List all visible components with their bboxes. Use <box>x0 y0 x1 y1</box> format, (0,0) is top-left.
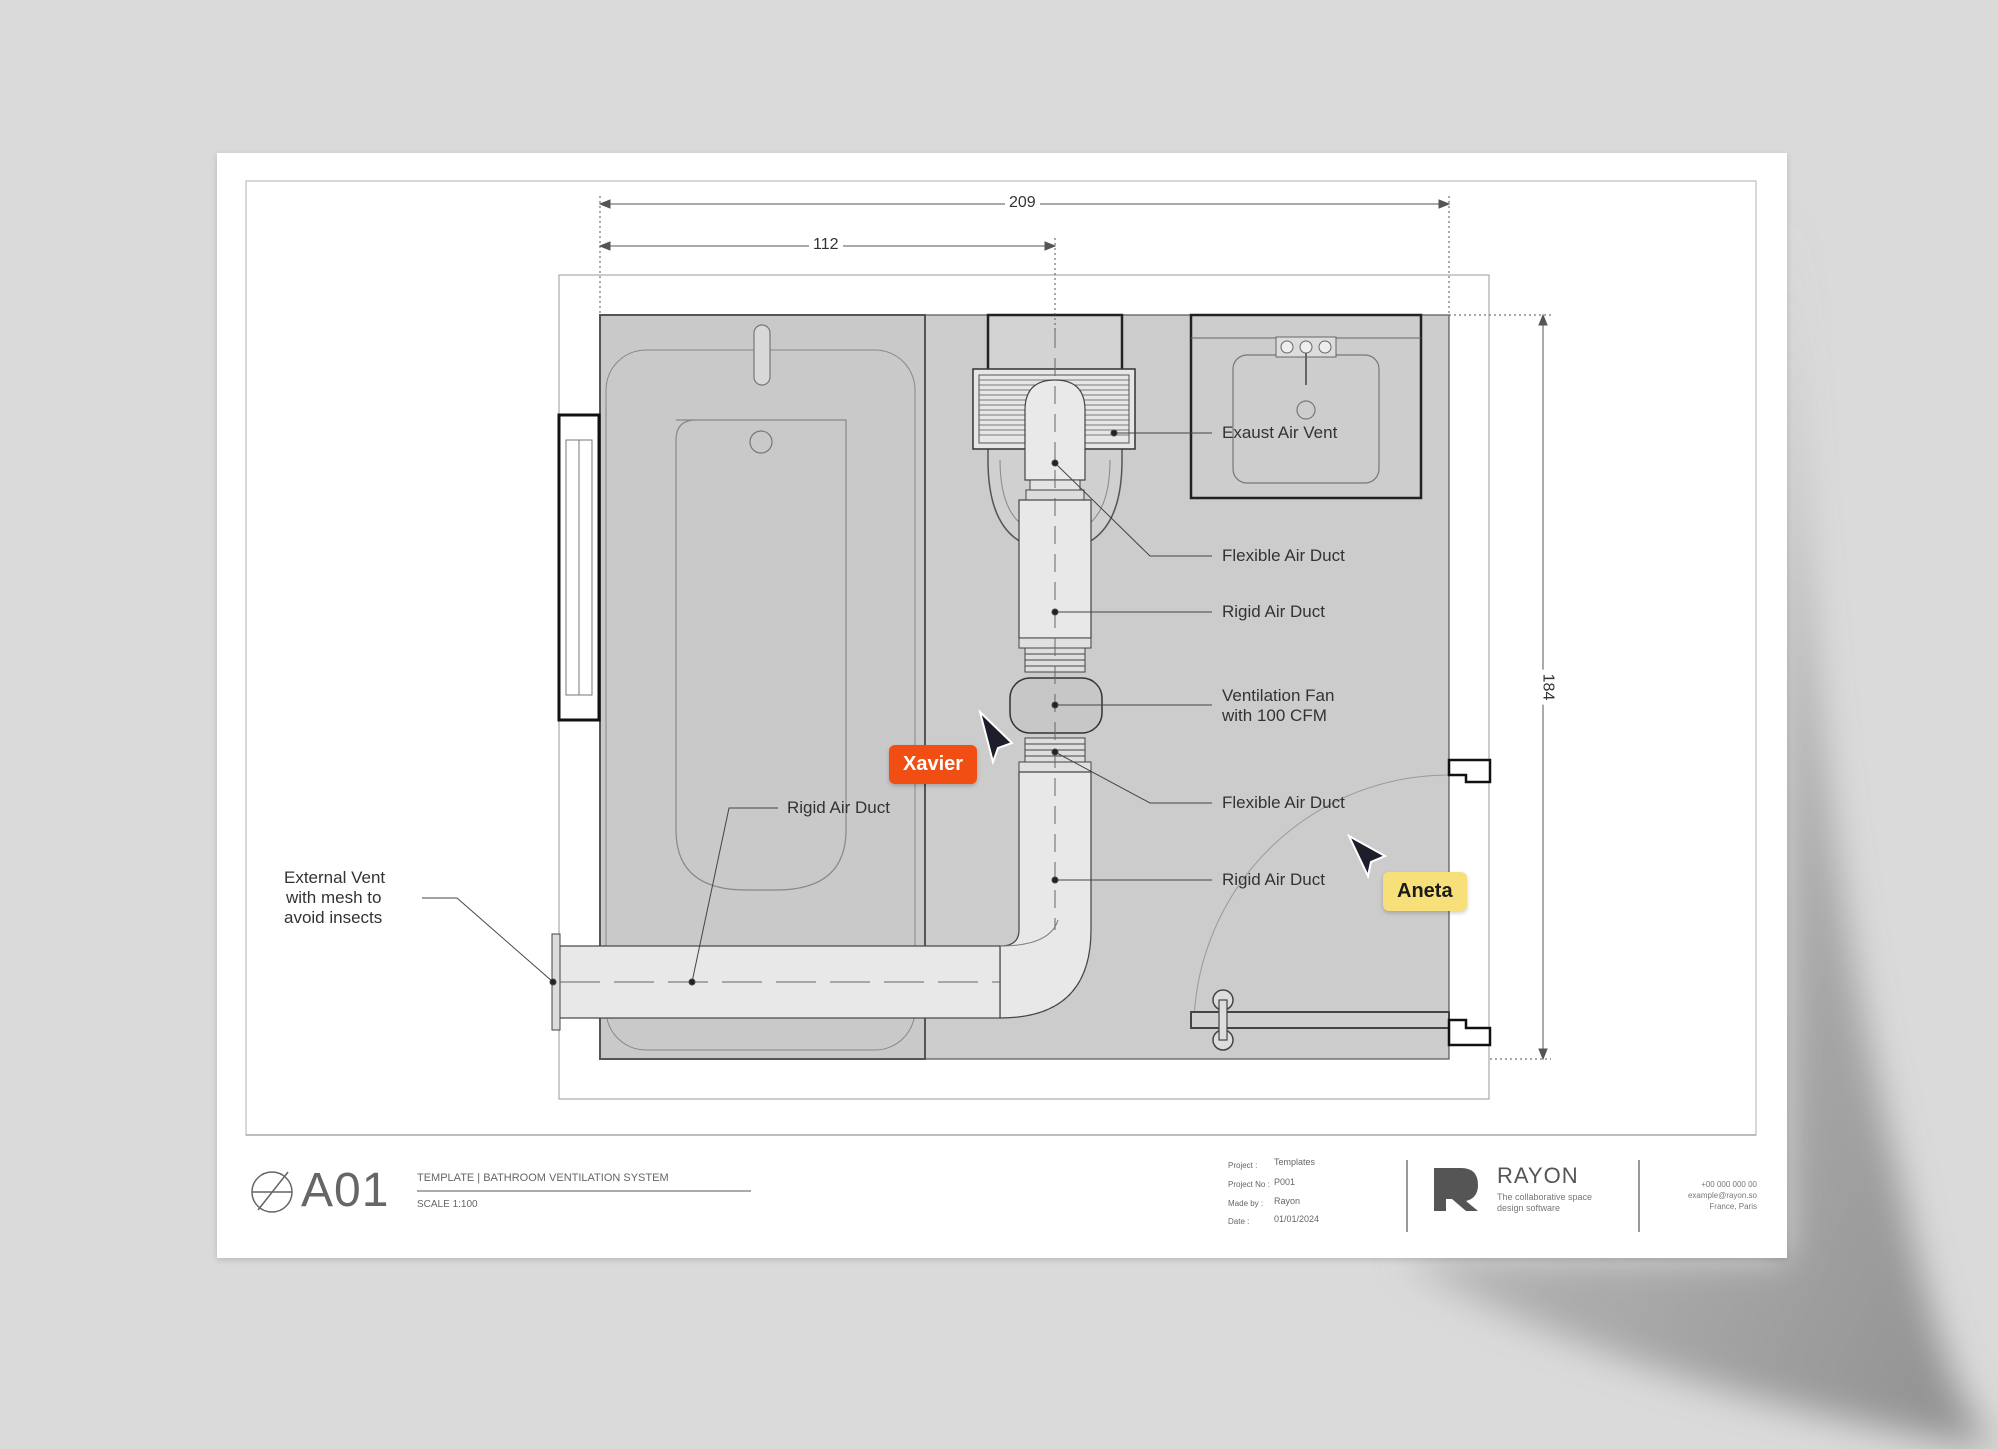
contact-location: France, Paris <box>1709 1202 1757 1211</box>
door <box>1190 758 1492 1051</box>
callout-rigid-air-duct-top: Rigid Air Duct <box>1222 602 1325 621</box>
callout-exhaust-air-vent: Exaust Air Vent <box>1222 423 1338 442</box>
duct-system <box>551 330 1103 1031</box>
bathtub <box>599 314 926 1060</box>
field-value-project: Templates <box>1274 1157 1316 1167</box>
field-label-project: Project : <box>1228 1161 1258 1170</box>
window <box>557 413 601 722</box>
field-label-project-no: Project No : <box>1228 1180 1270 1189</box>
callout-rigid-air-duct-horizontal: Rigid Air Duct <box>787 798 890 817</box>
dim-height: 184 <box>1538 669 1557 705</box>
leader-lines <box>422 429 1212 986</box>
template-title: TEMPLATE | BATHROOM VENTILATION SYSTEM <box>417 1172 669 1184</box>
field-value-date: 01/01/2024 <box>1274 1214 1320 1224</box>
rayon-logo-icon <box>1434 1168 1478 1211</box>
callout-ventilation-fan-line1: Ventilation Fan <box>1222 686 1335 705</box>
callout-ventilation-fan-line2: with 100 CFM <box>1222 706 1327 725</box>
contact-phone: +00 000 000 00 <box>1701 1180 1757 1189</box>
field-value-project-no: P001 <box>1274 1177 1296 1187</box>
cursor-arrow-icon <box>1346 833 1388 880</box>
callout-external-vent-line3: avoid insects <box>284 908 383 927</box>
scale-label: SCALE 1:100 <box>417 1199 478 1210</box>
cursor-arrow-icon <box>978 708 1014 766</box>
callout-flexible-air-duct-top: Flexible Air Duct <box>1222 546 1345 565</box>
dim-overall-width: 209 <box>1005 194 1040 212</box>
field-label-made-by: Made by : <box>1228 1199 1264 1208</box>
brand-tagline-line2: design software <box>1497 1203 1561 1213</box>
sheet-code: A01 <box>301 1164 390 1217</box>
dim-partial-width: 112 <box>809 236 843 254</box>
north-arrow-icon <box>251 1171 293 1213</box>
callout-external-vent-line2: with mesh to <box>286 888 382 907</box>
brand-name: RAYON <box>1497 1163 1579 1188</box>
contact-email: example@rayon.so <box>1687 1191 1757 1200</box>
brand-tagline-line1: The collaborative space <box>1497 1192 1593 1202</box>
callout-rigid-air-duct-bottom: Rigid Air Duct <box>1222 870 1325 889</box>
callout-flexible-air-duct-bottom: Flexible Air Duct <box>1222 793 1345 812</box>
collaborator-badge-xavier[interactable]: Xavier <box>889 745 978 784</box>
callout-external-vent-line1: External Vent <box>284 868 386 887</box>
sink-vanity <box>1189 313 1423 500</box>
field-label-date: Date : <box>1228 1217 1250 1226</box>
collaborator-badge-aneta[interactable]: Aneta <box>1383 872 1467 911</box>
field-value-made-by: Rayon <box>1274 1196 1301 1206</box>
